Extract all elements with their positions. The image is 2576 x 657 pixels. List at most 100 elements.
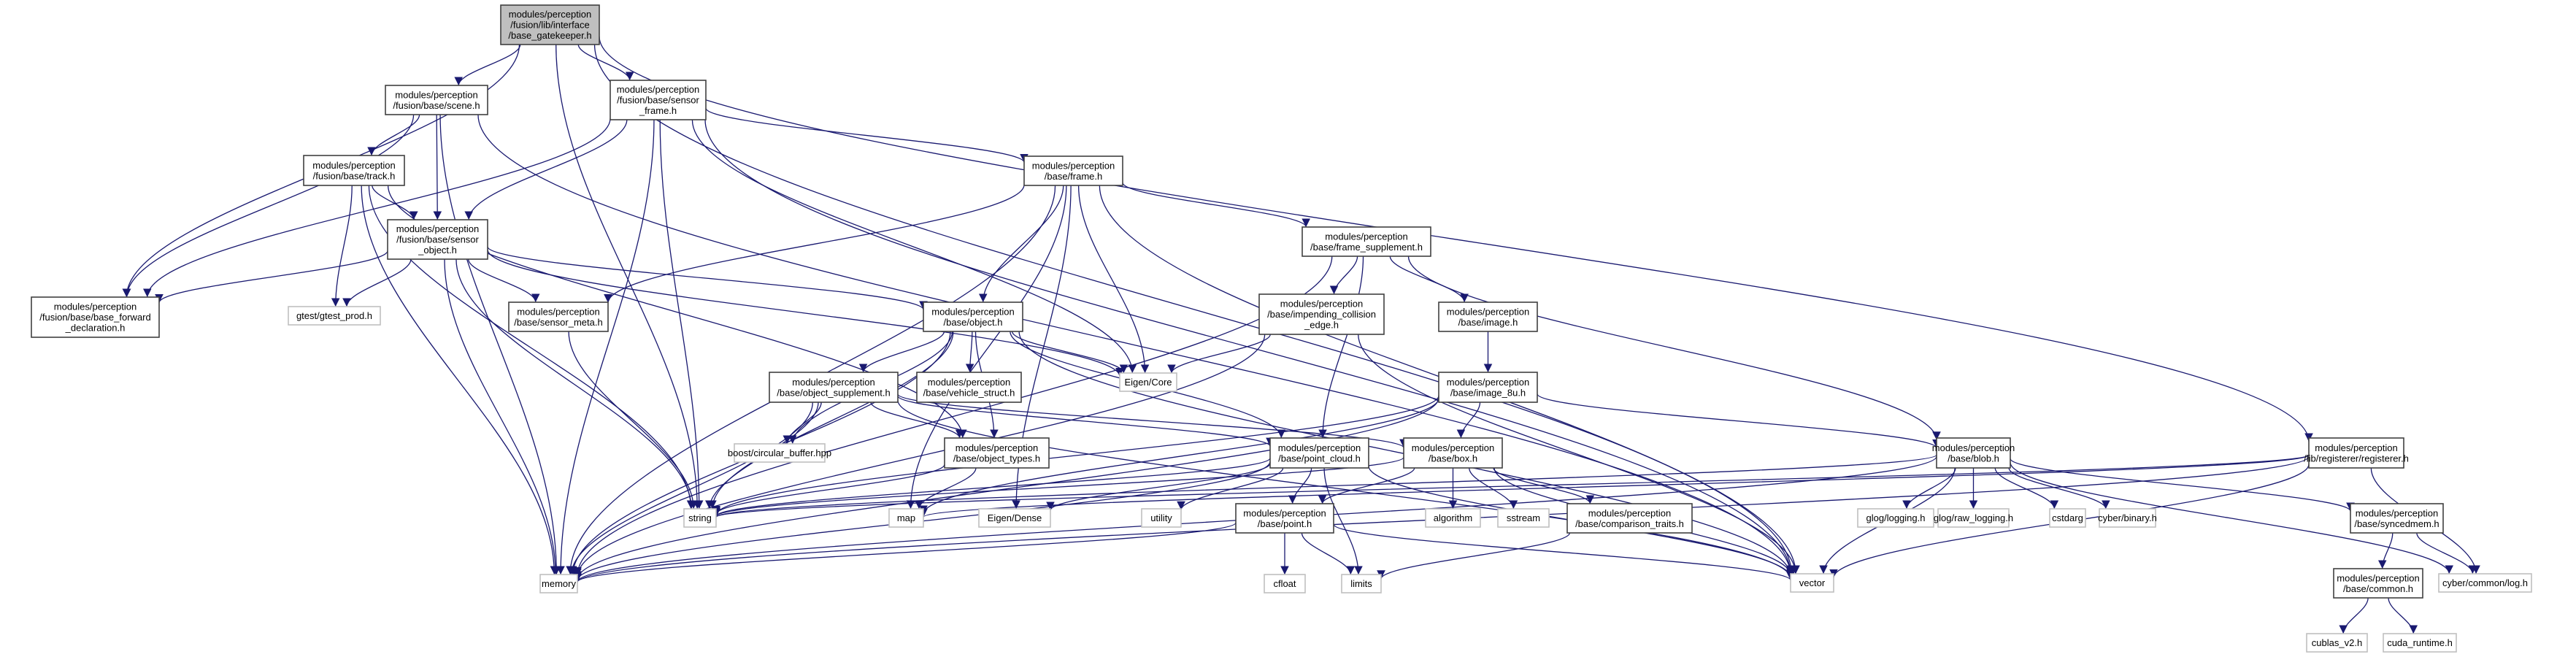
node-label-line: gtest/gtest_prod.h	[296, 310, 372, 321]
node-box	[539, 574, 578, 593]
edge-gatekeeper-to-sensor_frame	[577, 44, 634, 81]
edge-scene-to-track	[367, 114, 420, 156]
edge-sensor_object-to-base_forward	[155, 250, 388, 303]
node-label-line: /fusion/base/track.h	[313, 170, 396, 181]
node-label-line: modules/perception	[396, 223, 479, 234]
node-label-line: sstream	[1507, 512, 1540, 523]
node-label-line: /base/common.h	[2343, 583, 2413, 594]
edge-object_supplement-to-memory	[567, 402, 813, 575]
node-label-line: cyber/binary.h	[2098, 512, 2157, 523]
node-point_cloud[interactable]: modules/perception/base/point_cloud.h	[1269, 437, 1369, 469]
node-base_forward[interactable]: modules/perception/fusion/base/base_forw…	[31, 296, 160, 338]
node-frame_supplement[interactable]: modules/perception/base/frame_supplement…	[1302, 226, 1431, 257]
node-blob[interactable]: modules/perception/base/blob.h	[1932, 437, 2015, 469]
node-box	[916, 372, 1022, 403]
edge-frame-to-frame_supplement	[1122, 182, 1310, 228]
node-common[interactable]: modules/perception/base/common.h	[2333, 568, 2423, 599]
node-label-line: algorithm	[1434, 512, 1472, 523]
edge-point-to-limits	[1301, 532, 1356, 575]
node-label-line: modules/perception	[509, 9, 591, 20]
node-cublas: cublas_v2.h	[2306, 633, 2368, 653]
node-label-line: /base/image_8u.h	[1450, 387, 1526, 398]
edge-common-to-cuda_runtime	[2388, 597, 2418, 634]
edge-gatekeeper-to-string	[555, 44, 702, 510]
edge-point_cloud-to-point	[1288, 467, 1312, 504]
edge-impending-to-eigen_core	[1167, 334, 1271, 374]
node-label-line: modules/perception	[2356, 507, 2438, 518]
node-label-line: /base/blob.h	[1948, 453, 1999, 464]
edge-impending-to-vector	[1358, 334, 1800, 575]
node-label-line: modules/perception	[956, 442, 1038, 453]
node-utility: utility	[1141, 508, 1182, 528]
node-registerer[interactable]: modules/perception/lib/registerer/regist…	[2304, 437, 2409, 469]
edge-comparison_traits-to-limits	[1377, 532, 1571, 580]
node-frame[interactable]: modules/perception/base/frame.h	[1023, 155, 1123, 186]
node-point[interactable]: modules/perception/base/point.h	[1235, 503, 1334, 534]
edge-sensor_object-to-eigen_core	[487, 249, 1124, 377]
node-label-line: /base_gatekeeper.h	[508, 30, 591, 41]
node-object_supplement[interactable]: modules/perception/base/object_supplemen…	[769, 372, 899, 403]
edge-object_supplement-to-boost_cb	[783, 402, 822, 445]
node-box	[508, 301, 609, 332]
edge-scene-to-memory	[439, 114, 561, 575]
node-object[interactable]: modules/perception/base/object.h	[923, 301, 1023, 332]
node-box	[303, 155, 405, 186]
node-box[interactable]: modules/perception/base/box.h	[1403, 437, 1503, 469]
node-string: string	[683, 508, 717, 528]
edge-gatekeeper-to-scene	[454, 44, 521, 86]
node-cyber_binary: cyber/binary.h	[2098, 508, 2157, 528]
node-image[interactable]: modules/perception/base/image.h	[1438, 301, 1538, 332]
node-label-line: cstdarg	[2052, 512, 2083, 523]
node-box	[387, 219, 488, 260]
node-box	[1269, 437, 1369, 469]
edge-impending-to-memory	[573, 334, 1266, 577]
edge-object-to-eigen_core	[1011, 331, 1129, 374]
node-comparison_traits[interactable]: modules/perception/base/comparison_trait…	[1566, 503, 1693, 534]
edge-frame-to-sensor_meta	[604, 185, 1025, 303]
node-box	[944, 437, 1050, 469]
node-box	[2308, 437, 2404, 469]
node-box	[1023, 155, 1123, 186]
node-box	[1425, 508, 1481, 528]
node-syncedmem[interactable]: modules/perception/base/syncedmem.h	[2350, 503, 2444, 534]
node-object_types[interactable]: modules/perception/base/object_types.h	[944, 437, 1050, 469]
node-label-line: /base/object_supplement.h	[777, 387, 890, 398]
edge-blob-to-cyber_log	[2010, 462, 2453, 575]
node-sensor_meta[interactable]: modules/perception/base/sensor_meta.h	[508, 301, 609, 332]
node-gatekeeper[interactable]: modules/perception/fusion/lib/interface/…	[500, 4, 600, 45]
node-label-line: Eigen/Core	[1124, 377, 1172, 388]
node-label-line: cfloat	[1273, 578, 1296, 589]
node-label-line: modules/perception	[395, 89, 477, 100]
edge-sensor_object-to-sensor_meta	[468, 258, 540, 303]
node-box	[2438, 573, 2532, 593]
node-box	[1264, 574, 1306, 593]
node-box	[923, 301, 1023, 332]
edge-sensor_frame-to-string	[659, 119, 704, 510]
node-label-line: /base/syncedmem.h	[2354, 518, 2439, 529]
node-box	[1302, 226, 1431, 257]
node-label-line: /base/sensor_meta.h	[514, 317, 602, 328]
node-image_8u[interactable]: modules/perception/base/image_8u.h	[1438, 372, 1538, 403]
node-impending[interactable]: modules/perception/base/impending_collis…	[1258, 293, 1385, 335]
edge-image_8u-to-blob	[1537, 393, 1941, 449]
node-box	[2383, 633, 2457, 653]
node-label-line: /lib/registerer/registerer.h	[2304, 453, 2409, 464]
edge-frame-to-map	[906, 185, 1067, 510]
node-label-line: /base/frame_supplement.h	[1310, 242, 1423, 253]
node-sensor_frame[interactable]: modules/perception/fusion/base/sensor_fr…	[610, 80, 707, 120]
node-box	[1141, 508, 1182, 528]
node-box	[1258, 293, 1385, 335]
edge-point_cloud-to-string	[712, 458, 1271, 517]
edge-common-to-cublas	[2339, 597, 2369, 634]
node-label-line: map	[897, 512, 915, 523]
node-memory: memory	[539, 574, 578, 593]
node-limits: limits	[1341, 574, 1382, 593]
node-scene[interactable]: modules/perception/fusion/base/scene.h	[385, 85, 488, 115]
node-label-line: _object.h	[418, 245, 457, 256]
node-vehicle_struct[interactable]: modules/perception/base/vehicle_struct.h	[916, 372, 1022, 403]
node-box	[1341, 574, 1382, 593]
edge-syncedmem-to-cyber_log	[2416, 532, 2477, 575]
nodes-layer: modules/perception/fusion/lib/interface/…	[31, 4, 2532, 653]
node-sensor_object[interactable]: modules/perception/fusion/base/sensor_ob…	[387, 219, 488, 260]
node-track[interactable]: modules/perception/fusion/base/track.h	[303, 155, 405, 186]
